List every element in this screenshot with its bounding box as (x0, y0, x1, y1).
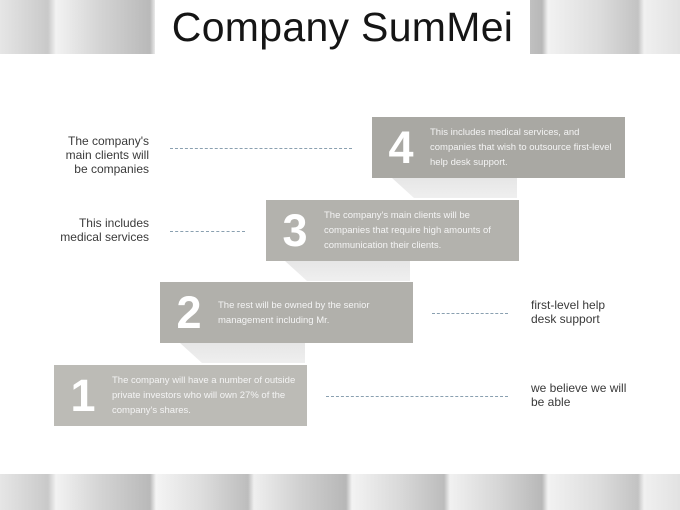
step-4-number: 4 (388, 122, 414, 173)
step-3-shadow (285, 261, 410, 281)
step-2-shadow (180, 343, 305, 363)
step-2-number: 2 (176, 287, 202, 338)
footer-pattern-band (0, 474, 680, 510)
right-top-label: first-level help desk support (531, 298, 606, 326)
step-4-shadow (392, 178, 517, 198)
connector-right-top (432, 313, 508, 314)
right-bottom-label: we believe we will be able (531, 381, 627, 409)
step-3-text: The company's main clients will be compa… (324, 210, 491, 251)
step-4-text: This includes medical services, and comp… (430, 127, 612, 168)
connector-right-bottom (326, 396, 508, 397)
step-3-number: 3 (282, 205, 308, 256)
left-mid-label: This includes medical services (60, 216, 149, 244)
step-2-box: 2 The rest will be owned by the senior m… (160, 282, 413, 343)
step-1-box: 1 The company will have a number of outs… (54, 365, 307, 426)
page-title: Company SumMei (171, 3, 514, 50)
step-2-text: The rest will be owned by the senior man… (218, 299, 370, 326)
step-4-box: 4 This includes medical services, and co… (372, 117, 625, 178)
connector-left-mid (170, 231, 245, 232)
step-1-number: 1 (70, 370, 96, 421)
step-1-text: The company will have a number of outsid… (112, 375, 296, 416)
title-area: Company SumMei (155, 0, 530, 54)
left-top-label: The company's main clients will be compa… (65, 134, 149, 176)
step-3-box: 3 The company's main clients will be com… (266, 200, 519, 261)
connector-left-top (170, 148, 352, 149)
